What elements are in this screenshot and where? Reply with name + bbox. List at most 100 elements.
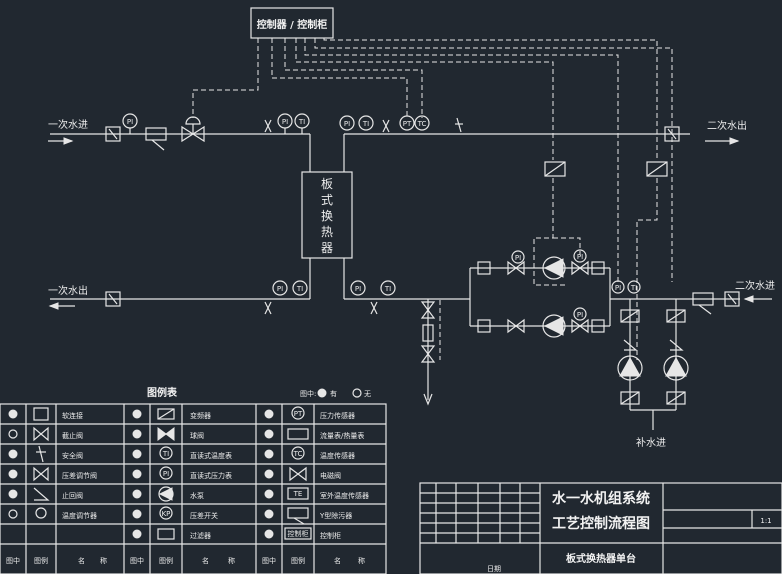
- pressure-gauge-icon: [272, 280, 288, 296]
- svg-text:流量表/热量表: 流量表/热量表: [320, 431, 364, 440]
- secondary-outlet-line: PI TI PT TC 二次水出: [339, 115, 747, 172]
- svg-text:TC: TC: [417, 120, 427, 128]
- circulating-pumps: PI PI PI: [469, 249, 611, 338]
- vfd-icon: [646, 161, 668, 177]
- svg-text:图例: 图例: [159, 556, 173, 565]
- date-label: 日期: [487, 565, 501, 573]
- svg-text:PI: PI: [355, 285, 361, 293]
- svg-text:器: 器: [321, 241, 333, 255]
- pressure-gauge-icon: [339, 115, 355, 131]
- svg-text:止回阀: 止回阀: [62, 491, 83, 500]
- primary-in-label: 一次水进: [48, 118, 88, 131]
- svg-text:有: 有: [330, 389, 337, 398]
- thermometer-icon: [358, 115, 374, 131]
- svg-text:PI: PI: [163, 470, 169, 478]
- svg-text:PT: PT: [294, 410, 303, 418]
- pressure-gauge-icon: [159, 466, 173, 480]
- vfd-icon: [157, 408, 175, 420]
- control-valve-icon: [181, 125, 195, 143]
- svg-text:压差开关: 压差开关: [190, 511, 218, 520]
- svg-text:温度调节器: 温度调节器: [62, 511, 97, 520]
- pressure-gauge-icon: [611, 280, 625, 294]
- flow-meter-icon: [287, 428, 309, 440]
- svg-text:无: 无: [364, 390, 371, 398]
- svg-text:PI: PI: [577, 311, 583, 319]
- y-strainer-icon: [287, 507, 309, 519]
- svg-text:图中: 图中: [262, 556, 276, 565]
- pressure-gauge-icon: [122, 113, 138, 129]
- svg-text:变频器: 变频器: [190, 411, 211, 420]
- y-strainer-icon: [692, 292, 714, 306]
- pressure-gauge-icon: [350, 280, 366, 296]
- title-block: 水一水机组系统 工艺控制流程图 板式换热器单台 1:1 日期: [419, 482, 782, 574]
- svg-text:TI: TI: [384, 285, 391, 293]
- svg-text:PI: PI: [282, 118, 288, 126]
- thermometer-icon: [159, 446, 173, 460]
- svg-text:截止阀: 截止阀: [62, 431, 83, 440]
- svg-text:图例: 图例: [291, 556, 305, 565]
- svg-text:名: 名: [202, 556, 209, 565]
- svg-text:控制柜: 控制柜: [320, 531, 341, 540]
- thermometer-icon: [292, 280, 308, 296]
- svg-text:电磁阀: 电磁阀: [320, 471, 341, 480]
- legend-table: 图例表 图中: 有 无 软连接 变频器 PT 压力传感器: [0, 386, 387, 574]
- makeup-pumps: 补水进: [617, 299, 689, 449]
- svg-text:球阀: 球阀: [190, 431, 204, 440]
- svg-text:TI: TI: [296, 285, 303, 293]
- svg-text:称: 称: [100, 556, 107, 565]
- pressure-gauge-icon: [573, 307, 587, 321]
- title-line-2: 工艺控制流程图: [552, 515, 650, 532]
- pressure-switch-icon: [159, 506, 173, 520]
- secondary-return-line: PI TI: [343, 258, 470, 406]
- secondary-inlet-line: PI TI 二次水进: [610, 279, 775, 315]
- thermometer-icon: [380, 280, 396, 296]
- globe-valve-icon: [33, 426, 42, 442]
- svg-text:压差调节阀: 压差调节阀: [62, 471, 97, 480]
- y-strainer-icon: [145, 127, 167, 141]
- controller-label: 控制器 / 控制柜: [257, 18, 328, 31]
- secondary-in-label: 二次水进: [735, 279, 775, 292]
- svg-text:名: 名: [334, 556, 341, 565]
- svg-text:称: 称: [228, 556, 235, 565]
- safety-valve-icon: [38, 445, 44, 463]
- soft-joint-icon: [477, 319, 491, 333]
- svg-text:TI: TI: [630, 284, 637, 292]
- legend-title: 图例表: [147, 386, 178, 399]
- svg-text:温度传感器: 温度传感器: [320, 451, 355, 460]
- pressure-transmitter-icon: [399, 115, 415, 131]
- svg-text:PI: PI: [277, 285, 283, 293]
- secondary-out-label: 二次水出: [707, 119, 747, 132]
- vfd-pair: [544, 161, 668, 177]
- soft-joint-icon: [105, 126, 121, 142]
- svg-text:安全阀: 安全阀: [62, 451, 83, 460]
- svg-text:称: 称: [358, 556, 365, 565]
- svg-text:PI: PI: [615, 284, 621, 292]
- svg-text:PI: PI: [127, 118, 133, 126]
- svg-text:名: 名: [78, 556, 85, 565]
- ball-valve-icon: [157, 427, 167, 441]
- safety-valve-icon: [456, 117, 462, 133]
- outdoor-sensor-icon: [287, 487, 309, 500]
- check-valve-icon: [33, 487, 50, 501]
- svg-text:PI: PI: [515, 254, 521, 262]
- temperature-regulator-icon: [35, 507, 47, 519]
- svg-text:Y型除污器: Y型除污器: [319, 511, 352, 520]
- filter-icon: [157, 528, 175, 540]
- svg-text:PI: PI: [344, 120, 350, 128]
- svg-text:过滤器: 过滤器: [190, 531, 211, 540]
- controller-box: 控制器 / 控制柜: [250, 7, 334, 39]
- soft-joint-icon: [105, 291, 121, 307]
- soft-joint-icon: [33, 407, 49, 421]
- svg-text:直读式温度表: 直读式温度表: [190, 451, 232, 460]
- svg-text:TI: TI: [298, 118, 305, 126]
- solenoid-valve-icon: [289, 466, 299, 482]
- thermometer-icon: [294, 113, 310, 129]
- primary-inlet-line: 一次水进 PI PI TI: [48, 113, 311, 172]
- svg-text:式: 式: [321, 193, 333, 207]
- svg-text:换: 换: [321, 209, 333, 223]
- svg-text:KP: KP: [162, 510, 171, 518]
- primary-out-label: 一次水出: [48, 284, 88, 297]
- svg-text:图例: 图例: [34, 556, 48, 565]
- plate-heat-exchanger: 板 式 换 热 器: [301, 171, 353, 259]
